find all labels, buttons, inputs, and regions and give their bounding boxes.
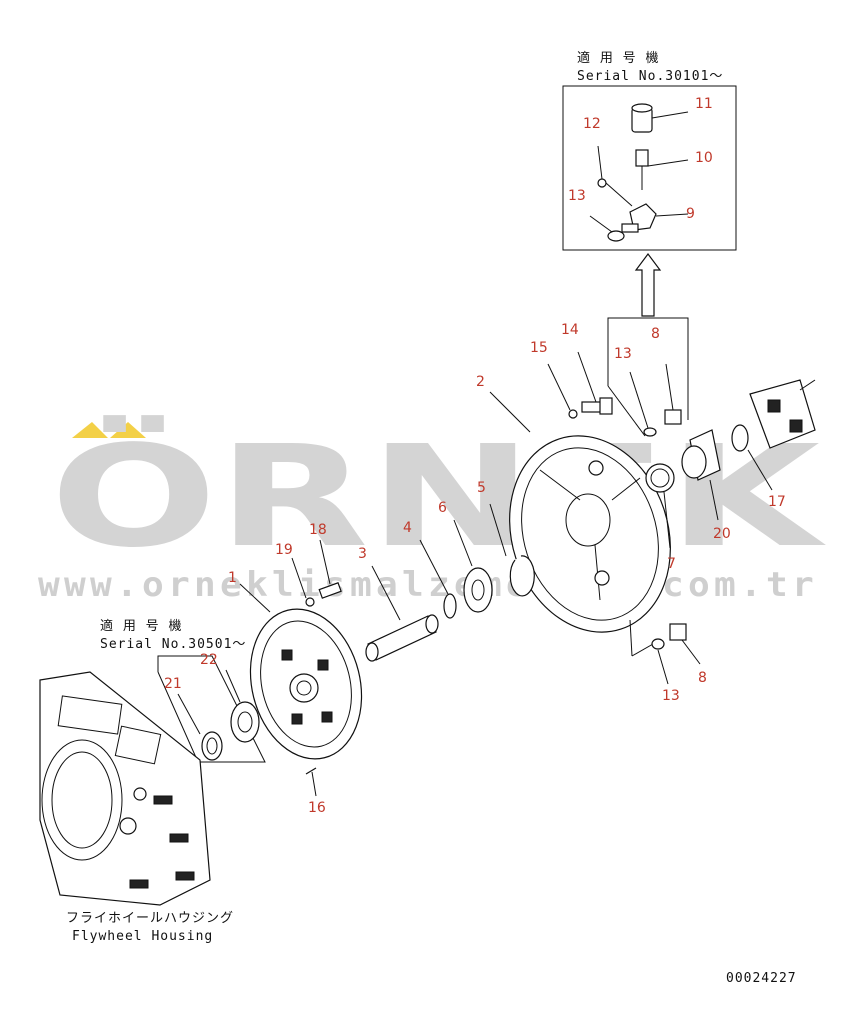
callout-6: 6 (438, 500, 447, 516)
drawing-number: 00024227 (726, 971, 797, 986)
callout-13-top: 13 (614, 346, 632, 362)
part-1-damper-disc (239, 583, 363, 760)
callout-14: 14 (561, 322, 579, 338)
housing-name-en: Flywheel Housing (72, 929, 213, 944)
callout-11: 11 (695, 96, 713, 112)
callout-17: 17 (768, 494, 786, 510)
callout-8-top: 8 (651, 326, 660, 342)
group-serial-30501: 適 用 号 機 Serial No.30501〜 (100, 618, 266, 763)
arrow-up-icon (634, 253, 662, 317)
callout-13-bottom: 13 (662, 688, 680, 704)
callout-12: 12 (583, 116, 601, 132)
callout-3: 3 (358, 546, 367, 562)
part-8-plug-lower (669, 623, 701, 665)
callout-16: 16 (308, 800, 326, 816)
part-8-plug (664, 363, 682, 425)
part-20-flange (681, 429, 721, 521)
inset-serial-30101: 適 用 号 機 Serial No.30101〜 (562, 50, 737, 251)
callout-7: 7 (667, 556, 676, 572)
universal-joint (749, 379, 816, 449)
callout-19: 19 (275, 542, 293, 558)
callout-1: 1 (228, 570, 237, 586)
callout-5: 5 (477, 480, 486, 496)
callout-10: 10 (695, 150, 713, 166)
callout-15: 15 (530, 340, 548, 356)
group-serial: Serial No.30501〜 (100, 637, 246, 652)
callout-18: 18 (309, 522, 327, 538)
housing-name-jp: フライホイールハウジング (66, 911, 234, 926)
callout-22: 22 (200, 652, 218, 668)
callouts: 11 12 10 13 9 14 8 15 13 2 5 17 6 4 18 2… (164, 96, 786, 816)
callout-9: 9 (686, 206, 695, 222)
part-6-bearing (453, 519, 493, 613)
callout-20: 20 (713, 526, 731, 542)
part-14-bolt (577, 351, 613, 415)
inset-serial: Serial No.30101〜 (577, 69, 723, 84)
watermark-url: www.orneklismalzemeleri.com.tr (38, 565, 818, 605)
part-3-shaft (365, 565, 439, 662)
callout-8-bottom: 8 (698, 670, 707, 686)
callout-13-inset: 13 (568, 188, 586, 204)
callout-2: 2 (476, 374, 485, 390)
callout-4: 4 (403, 520, 412, 536)
inset-title-jp: 適 用 号 機 (577, 50, 659, 66)
part-18-bolt (318, 539, 342, 599)
callout-21: 21 (164, 676, 182, 692)
flywheel-housing (39, 671, 211, 906)
group-title-jp: 適 用 号 機 (100, 618, 182, 634)
